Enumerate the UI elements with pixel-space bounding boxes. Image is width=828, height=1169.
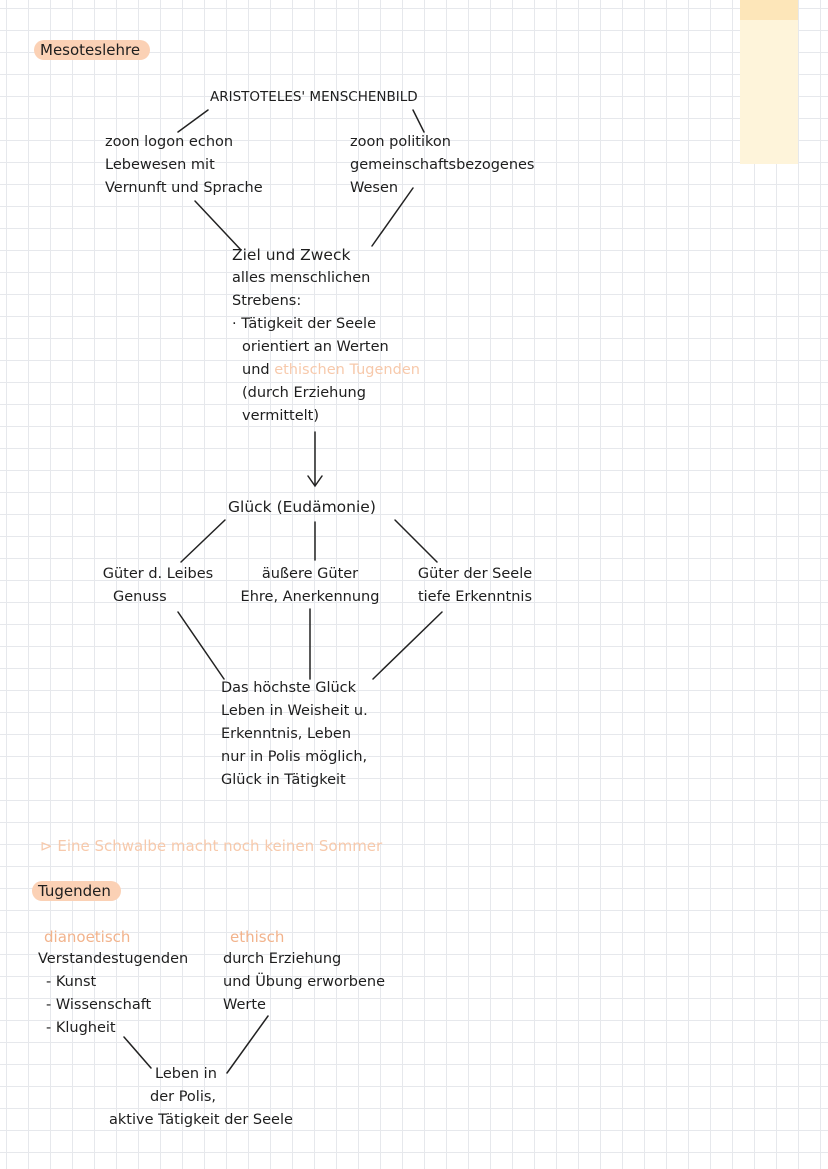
connector-seele-hoechstes — [372, 611, 443, 680]
connector-dianoetisch-polis — [123, 1036, 152, 1069]
heading-mesoteslehre: Mesoteslehre — [34, 40, 151, 60]
ethisch-block: durch Erziehung und Übung erworbene Wert… — [223, 951, 386, 1013]
sticky-note — [740, 0, 798, 164]
ziel-block: Ziel und Zweck alles menschlichen Strebe… — [232, 246, 420, 424]
arrow-right-icon: ⊳ — [40, 837, 58, 855]
glueck-label: Glück (Eudämonie) — [228, 498, 376, 516]
polis-block: Leben in der Polis, aktive Tätigkeit der… — [109, 1066, 293, 1128]
connector-glueck-seele — [394, 519, 438, 563]
diagram-title: ARISTOTELES' MENSCHENBILD — [210, 89, 418, 105]
connector-ethisch-polis — [226, 1015, 269, 1074]
schwalbe-saying: ⊳ Eine Schwalbe macht noch keinen Sommer — [40, 837, 383, 855]
ethische-tugenden-highlight: ethischen Tugenden — [274, 362, 420, 378]
gueter-seele-block: Güter der Seele tiefe Erkenntnis — [417, 566, 533, 605]
connector-leibes-hoechstes — [177, 611, 225, 680]
connector-glueck-leibes — [180, 519, 226, 563]
hoechstes-glueck-block: Das höchste Glück Leben in Weisheit u. E… — [221, 680, 368, 788]
zoon-logon-block: zoon logon echon Lebewesen mit Vernunft … — [105, 134, 263, 196]
gueter-leibes-block: Güter d. Leibes Genuss — [102, 566, 214, 605]
zoon-politikon-block: zoon politikon gemeinschaftsbezogenes We… — [350, 134, 535, 196]
connector-title-zoon-politikon — [412, 109, 425, 133]
ethisch-label: ethisch — [230, 928, 285, 946]
dianoetisch-block: Verstandestugenden - Kunst - Wissenschaf… — [38, 951, 189, 1036]
aeussere-gueter-block: äußere Güter Ehre, Anerkennung — [240, 566, 380, 605]
connector-zoon-logon-ziel — [194, 200, 242, 251]
connector-zoon-politikon-ziel — [371, 187, 414, 247]
heading-tugenden: Tugenden — [32, 881, 121, 901]
arrow-head — [307, 475, 323, 488]
connector-title-zoon-logon — [177, 109, 209, 133]
dianoetisch-label: dianoetisch — [44, 928, 131, 946]
